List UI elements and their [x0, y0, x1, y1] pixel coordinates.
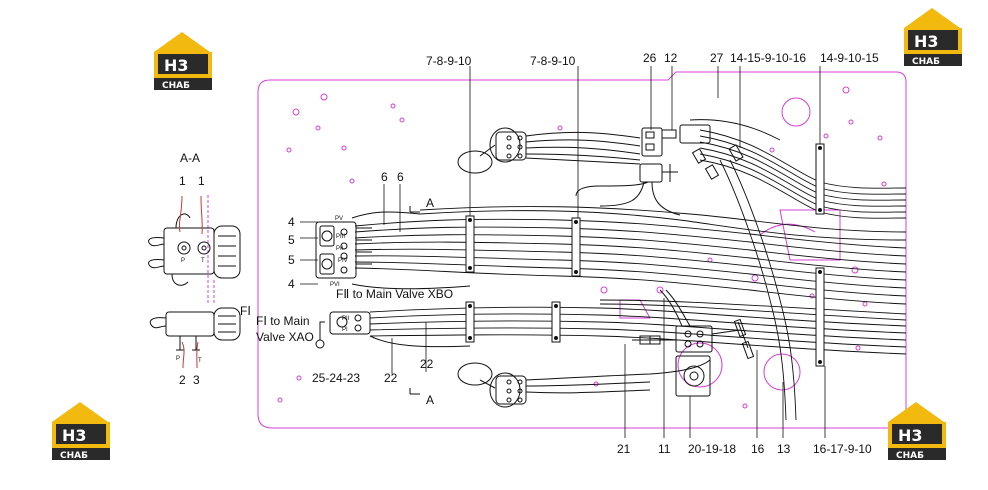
note-f1-line2: Valve XAO: [256, 330, 314, 344]
callout-bottom-4: 16: [751, 442, 765, 456]
pilot-valve-upper: [457, 127, 641, 174]
clamp-bolts: [468, 146, 822, 364]
callout-top-4: 12: [664, 51, 678, 65]
main-valve-block: [315, 211, 471, 290]
callout-left-2: 2: [179, 373, 186, 387]
callout-top-2: 7-8-9-10: [530, 54, 576, 68]
logo-top-right: H3 CHAБ: [904, 8, 962, 67]
callout-bottom-1: 21: [617, 442, 631, 456]
fi-valve-block: [315, 311, 471, 349]
callout-valve-25: 25-24-23: [312, 371, 360, 385]
port-pvi: PVI: [330, 282, 340, 288]
callout-valve-22a: 22: [384, 371, 398, 385]
port-pv: PV: [335, 216, 343, 222]
section-marker-bottom: A: [426, 393, 434, 407]
pilot-valve-lower: [457, 359, 711, 408]
callout-valve-22b: 22: [420, 357, 434, 371]
callout-top-3: 26: [643, 51, 657, 65]
frame-holes: [277, 86, 887, 409]
hose-bundle-lower: [369, 299, 907, 355]
port-piv: PIV: [338, 258, 348, 264]
port-pii-b: PII: [342, 316, 350, 322]
section-title: A-A: [180, 151, 200, 165]
section-aa-upper: [148, 213, 241, 286]
port-piii: PIII: [336, 234, 345, 240]
port-pi: PI: [342, 327, 348, 333]
port-p-b: P: [176, 356, 180, 362]
callout-valve-5a: 5: [288, 233, 295, 247]
section-marker-top: A: [426, 196, 434, 210]
note-f2-main-valve: FⅡ to Main Valve XBO: [336, 287, 453, 301]
logo-caption: CHAБ: [896, 451, 924, 461]
port-t-a: T: [201, 258, 205, 264]
callout-bottom-2: 11: [658, 442, 671, 456]
logo-caption: CHAБ: [162, 81, 190, 91]
valve-block-upper: [575, 124, 711, 216]
callout-top-6: 14-15-9-10-16: [730, 51, 806, 65]
callout-top-5: 27: [710, 51, 724, 65]
callout-valve-6a: 6: [381, 170, 388, 184]
callout-bottom-6: 16-17-9-10: [813, 442, 872, 456]
logo-mark: H3: [914, 32, 939, 51]
logo-mark: H3: [164, 56, 189, 75]
callout-valve-4a: 4: [288, 215, 295, 229]
logo-caption: CHAБ: [60, 451, 88, 461]
logo-bottom-right: H3 CHAБ: [888, 402, 946, 461]
clamp-bars: [465, 143, 825, 367]
note-f1-line1: FⅠ to Main: [256, 314, 310, 328]
callout-valve-4b: 4: [288, 277, 295, 291]
leader-lines: [300, 66, 826, 438]
logo-top-left: H3 CHAБ: [154, 32, 212, 91]
logo-caption: CHAБ: [912, 57, 940, 67]
logo-mark: H3: [62, 426, 87, 445]
callout-left-1b: 1: [198, 174, 205, 188]
logo-bottom-left: H3 CHAБ: [52, 402, 110, 461]
callout-left-1a: 1: [179, 174, 186, 188]
callout-left-3: 3: [193, 373, 200, 387]
valve-block-lower: [632, 289, 755, 397]
callout-bottom-3: 20-19-18: [688, 442, 736, 456]
logo-mark: H3: [898, 426, 923, 445]
callout-top-7: 14-9-10-15: [820, 51, 879, 65]
section-cut-marks: [409, 206, 420, 395]
port-p-a: P: [181, 258, 185, 264]
port-t-b: T: [198, 358, 202, 364]
callout-top-1: 7-8-9-10: [426, 54, 472, 68]
callout-bottom-5: 13: [777, 442, 791, 456]
clamp-small: [691, 144, 744, 180]
fi-label-side: FⅠ: [240, 304, 251, 318]
section-aa-lower: [149, 307, 241, 351]
callout-valve-5b: 5: [288, 253, 295, 267]
brace-marks: [178, 195, 203, 369]
port-pii: PII: [336, 246, 344, 252]
callout-valve-6b: 6: [397, 170, 404, 184]
